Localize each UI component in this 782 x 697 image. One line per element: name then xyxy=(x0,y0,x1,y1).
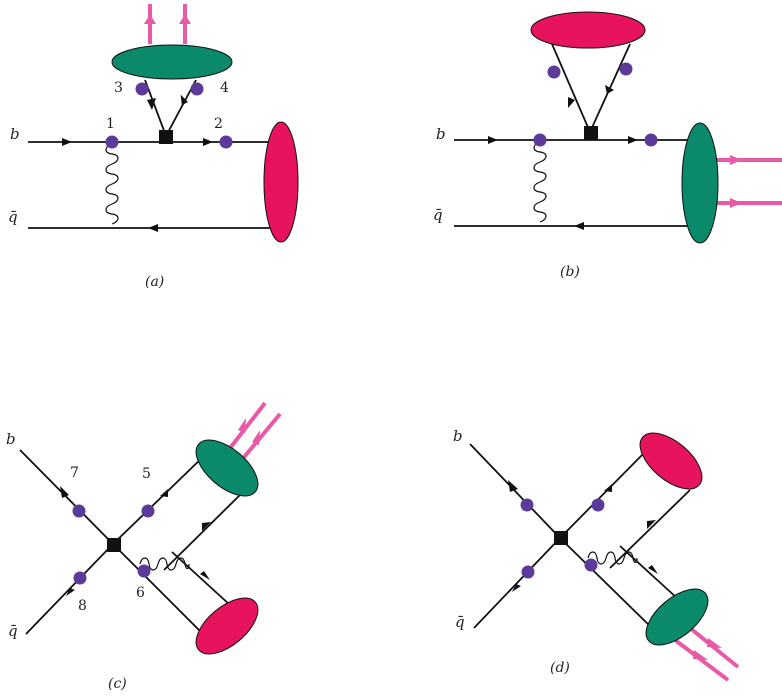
outgoing-meson-arrows xyxy=(708,155,782,208)
weak-vertex xyxy=(107,538,121,552)
label-b: b xyxy=(436,125,446,143)
caption-d: (d) xyxy=(550,660,570,676)
diagram-c: b q̄ 5 6 7 8 (c) xyxy=(6,401,282,692)
final-meson-blob xyxy=(645,588,709,646)
quark-to-upper-blob xyxy=(112,454,206,545)
antiquark-upper-to-lower xyxy=(609,489,691,569)
quark-lower-branch xyxy=(171,551,231,606)
vertex-label-2: 2 xyxy=(214,116,223,132)
vertex-dot-2 xyxy=(219,135,233,149)
vertex-dot-1 xyxy=(105,135,119,149)
vertex-label-8: 8 xyxy=(78,598,87,614)
vertex-label-7: 7 xyxy=(70,465,79,481)
label-qbar: q̄ xyxy=(433,206,443,224)
vertex-label-1: 1 xyxy=(106,116,115,132)
vertex-dot-4 xyxy=(190,82,204,96)
vertex-dot xyxy=(591,498,605,512)
vertex-label-4: 4 xyxy=(220,80,229,96)
antiquark-line xyxy=(473,537,561,629)
vertex-dot-3 xyxy=(135,82,149,96)
quark-to-upper-blob xyxy=(559,449,648,539)
vertex-dot-7 xyxy=(72,504,86,518)
vertex-label-6: 6 xyxy=(136,585,145,601)
vertex-dot xyxy=(533,133,547,147)
outgoing-meson-arrows xyxy=(673,626,740,682)
caption-b: (b) xyxy=(560,264,580,280)
final-meson-blob xyxy=(681,122,719,244)
weak-vertex xyxy=(159,130,173,144)
caption-c: (c) xyxy=(108,676,127,692)
label-qbar: q̄ xyxy=(8,208,18,226)
b-quark-line xyxy=(19,449,114,545)
vertex-label-5: 5 xyxy=(142,466,151,482)
b-quark-line xyxy=(469,443,561,539)
gluon-line xyxy=(105,143,119,225)
vertex-label-3: 3 xyxy=(114,80,123,96)
meson-blob-upper xyxy=(639,432,703,490)
label-qbar: q̄ xyxy=(455,613,465,631)
diagram-a: b q̄ 1 2 3 4 (a) xyxy=(8,4,299,290)
final-meson-blob xyxy=(111,44,233,80)
gluon-line xyxy=(587,551,638,565)
caption-a: (a) xyxy=(145,274,164,290)
label-b: b xyxy=(453,427,463,445)
label-b: b xyxy=(6,430,16,448)
outgoing-meson-arrows xyxy=(225,401,282,464)
vertex-dot-5 xyxy=(141,504,155,518)
meson-blob-right xyxy=(263,121,299,243)
diagram-d: b q̄ (d) xyxy=(453,427,740,682)
quark-line xyxy=(551,43,591,133)
label-qbar: q̄ xyxy=(8,622,18,640)
vertex-dot xyxy=(584,558,598,572)
vertex-dot xyxy=(547,65,561,79)
quark-lower-branch xyxy=(619,545,679,600)
vertex-dot xyxy=(644,133,658,147)
vertex-dot-6 xyxy=(137,564,151,578)
vertex-dot xyxy=(619,62,633,76)
gluon-line xyxy=(533,141,547,223)
weak-vertex xyxy=(584,126,598,140)
vertex-dot-8 xyxy=(73,571,87,585)
meson-blob-top xyxy=(530,11,646,49)
outgoing-meson-arrows xyxy=(144,4,191,44)
weak-vertex xyxy=(554,531,568,545)
diagram-b: b q̄ (b) xyxy=(433,11,782,280)
meson-blob-lower xyxy=(195,597,259,655)
vertex-dot xyxy=(520,498,534,512)
quark-line xyxy=(144,79,167,137)
quark-to-lower-blob xyxy=(559,537,653,629)
final-meson-blob xyxy=(195,439,259,497)
vertex-dot xyxy=(521,565,535,579)
gluon-line xyxy=(139,557,190,571)
antiquark-upper-to-lower xyxy=(163,490,245,571)
quark-to-lower-blob xyxy=(112,543,206,637)
label-b: b xyxy=(10,125,20,143)
